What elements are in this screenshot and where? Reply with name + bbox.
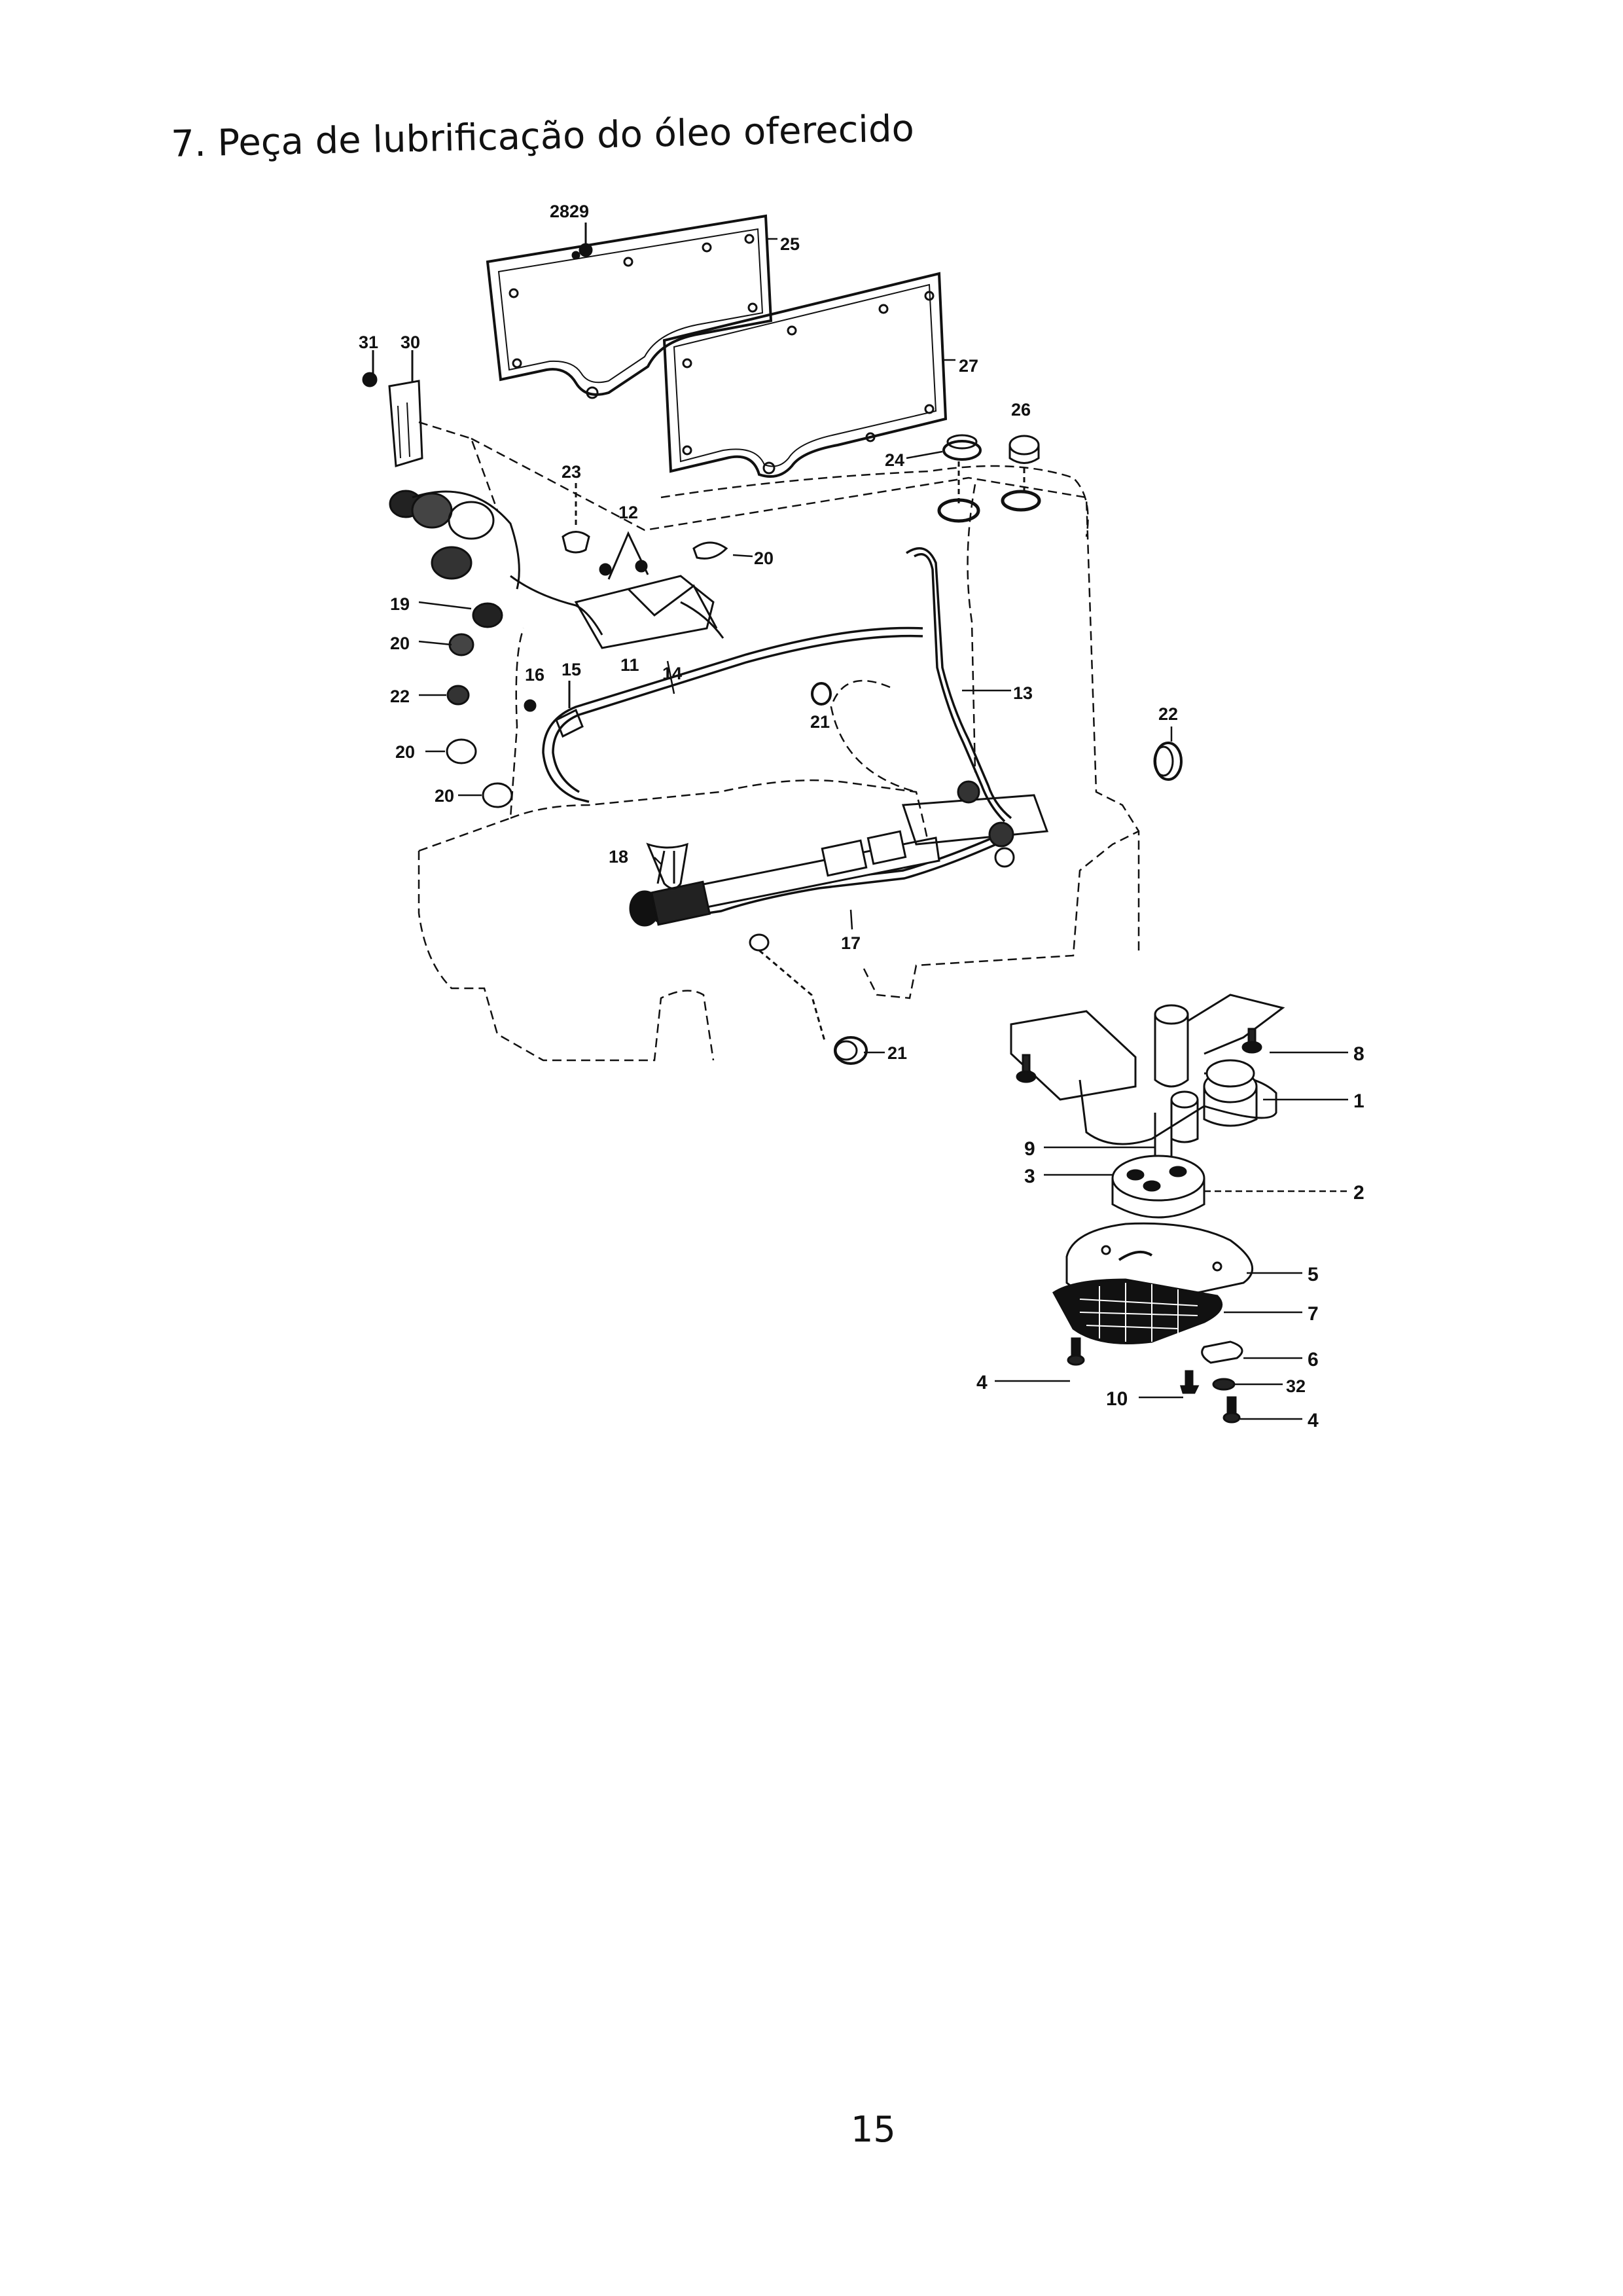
machine-body-outline [418,421,1140,1062]
lower-shaft [629,830,940,927]
page-number: 15 [851,2109,896,2150]
callout-28-29: 2829 [550,202,589,221]
callout-24: 24 [885,450,904,470]
callout-13: 13 [1013,683,1033,703]
felt-30 [388,350,423,467]
callout-22-right: 22 [1158,704,1178,724]
oil-pipe-13 [542,547,1012,823]
callout-25: 25 [780,234,800,254]
screw-4-left [1067,1337,1085,1366]
rubber-plug-23 [562,483,590,554]
callout-20-top: 20 [754,548,774,568]
screw-16 [524,699,537,712]
oil-window-26 [1001,435,1041,512]
callout-32: 32 [1286,1376,1306,1396]
callout-19: 19 [390,594,410,614]
callout-30: 30 [401,332,420,352]
wick-assembly-11-12 [510,531,724,649]
pump-gear-2-3 [1111,1155,1205,1219]
cover-plate-25 [486,214,773,399]
callout-21-middle: 21 [810,712,830,732]
callout-8: 8 [1353,1043,1364,1065]
rubber-plug-21-front [749,933,868,1065]
rubber-plug-20-top [692,541,728,560]
callout-20-bottom: 20 [435,786,454,806]
felt-6 [1201,1340,1243,1364]
oil-reservoir-cluster [389,490,520,590]
washer-32 [1212,1378,1236,1391]
screw-28-29 [571,223,593,260]
callout-3: 3 [1024,1166,1035,1187]
callout-20-left: 20 [390,634,410,653]
callout-15: 15 [562,660,581,679]
callout-1: 1 [1353,1090,1364,1112]
rubber-plug-21-middle [811,682,832,706]
callout-16: 16 [525,665,544,685]
callout-18: 18 [609,847,628,867]
cover-plate-27 [662,272,948,478]
callout-23: 23 [562,462,581,482]
callout-4-right: 4 [1308,1410,1319,1431]
callout-31: 31 [359,332,378,352]
callout-17: 17 [841,933,861,953]
screw-4-right [1222,1396,1241,1424]
screw-10 [1179,1370,1200,1394]
callout-27: 27 [959,356,978,376]
clamp-15 [555,681,584,738]
oil-filter-7 [1052,1278,1223,1344]
wick-18 [646,842,688,889]
screw-8 [1016,1028,1262,1083]
screw-31 [362,350,378,387]
callout-26: 26 [1011,400,1031,420]
rubber-plug-22-right [1153,742,1183,781]
callout-5: 5 [1308,1264,1319,1285]
callout-9: 9 [1024,1138,1035,1160]
oil-distributor-bracket [901,780,1049,868]
callout-10: 10 [1106,1388,1128,1410]
callout-11: 11 [620,655,639,675]
callout-20-lower: 20 [395,742,415,762]
callout-4-left: 4 [976,1372,988,1393]
callout-21-front: 21 [887,1043,907,1063]
callout-2: 2 [1353,1182,1364,1204]
oil-pump-body-1 [1010,994,1285,1145]
callout-14: 14 [662,664,682,683]
callout-22-left: 22 [390,687,410,706]
leader-lines [418,238,1348,1420]
callout-6: 6 [1308,1349,1319,1371]
left-plugs [446,602,513,808]
callout-12: 12 [618,503,638,522]
oil-window-24 [937,434,982,523]
callout-7: 7 [1308,1303,1319,1325]
